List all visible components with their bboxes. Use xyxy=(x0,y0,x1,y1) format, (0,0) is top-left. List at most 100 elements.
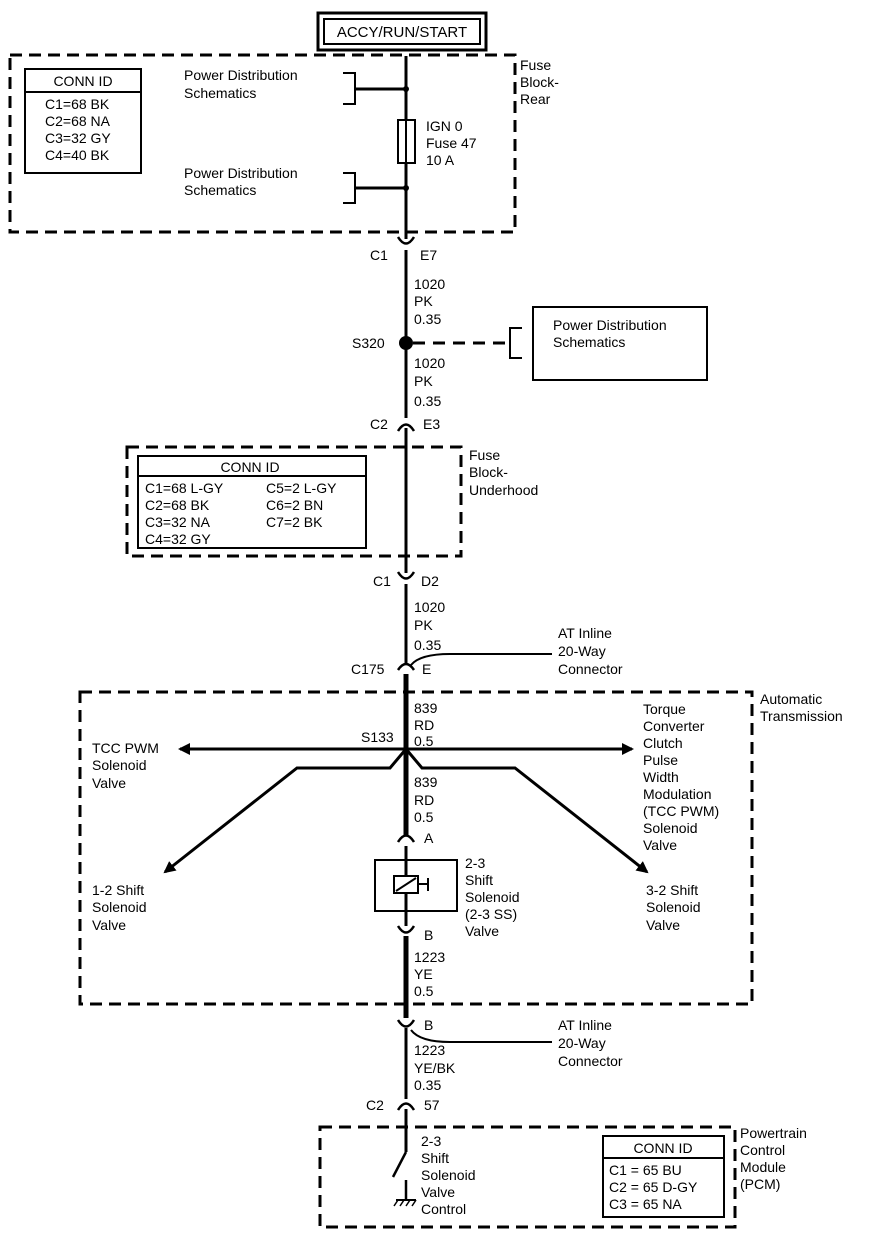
wire-color: YE/BK xyxy=(414,1060,456,1076)
automatic-transmission-label-2: Transmission xyxy=(760,708,843,724)
shift-32-label: Solenoid xyxy=(646,899,701,915)
connector-label: C1 xyxy=(370,247,388,263)
pin-label: B xyxy=(424,1017,433,1033)
circuit-number: 839 xyxy=(414,774,438,790)
pds-reference-bottom: Power Distribution Schematics xyxy=(184,165,409,204)
solenoid-23-label: 2-3 xyxy=(465,855,485,871)
tcc-pwm-label: Clutch xyxy=(643,735,683,751)
pin-label: E3 xyxy=(423,416,440,432)
fuse-block-underhood-label-2: Block- xyxy=(469,464,508,480)
solenoid-23 xyxy=(374,846,458,926)
conn-id-item: C6=2 BN xyxy=(266,497,323,513)
pds-label: Power Distribution xyxy=(184,67,298,83)
conn-id-underhood: CONN ID C1=68 L-GY C2=68 BK C3=32 NA C4=… xyxy=(137,455,367,549)
fuse-block-underhood-label-3: Underhood xyxy=(469,482,538,498)
wire-label-1: 1020 PK 0.35 xyxy=(414,276,445,327)
conn-id-title: CONN ID xyxy=(633,1140,692,1156)
connector-label: C2 xyxy=(370,416,388,432)
wire-label-7: 1223 YE/BK 0.35 xyxy=(414,1042,456,1093)
conn-id-title: CONN ID xyxy=(220,459,279,475)
shift-12-label: Solenoid xyxy=(92,899,147,915)
wire-gauge: 0.35 xyxy=(414,393,441,409)
tcc-pwm-label: Modulation xyxy=(643,786,712,802)
pcm-control-label: Solenoid xyxy=(421,1167,476,1183)
conn-id-item: C4=32 GY xyxy=(145,531,211,547)
fuse-label: Fuse 47 xyxy=(426,135,477,151)
tcc-pwm-label: (TCC PWM) xyxy=(643,803,719,819)
pds-label: Power Distribution xyxy=(553,317,667,333)
pcm-control-label: Valve xyxy=(421,1184,455,1200)
connector-label: C1 xyxy=(373,573,391,589)
wire-color: PK xyxy=(414,617,433,633)
conn-id-item: C2=68 NA xyxy=(45,113,111,129)
pcm-label-3: Module xyxy=(740,1159,786,1175)
tcc-pwm-label: TCC PWM xyxy=(92,740,159,756)
conn-id-item: C2 = 65 D-GY xyxy=(609,1179,698,1195)
conn-id-item: C2=68 BK xyxy=(145,497,210,513)
inline-connector-b: B AT Inline 20-Way Connector xyxy=(396,1017,623,1069)
inline-connector-label: Connector xyxy=(558,1053,623,1069)
wire-color: PK xyxy=(414,373,433,389)
pcm-label: Powertrain xyxy=(740,1125,807,1141)
page-title: ACCY/RUN/START xyxy=(337,24,467,41)
pcm-control-label: 2-3 xyxy=(421,1133,441,1149)
tcc-pwm-label: Pulse xyxy=(643,752,678,768)
connector-label: C175 xyxy=(351,661,385,677)
conn-id-item: C1=68 BK xyxy=(45,96,110,112)
circuit-number: 1223 xyxy=(414,949,445,965)
conn-id-pcm: CONN ID C1 = 65 BU C2 = 65 D-GY C3 = 65 … xyxy=(602,1135,725,1218)
wire-gauge: 0.35 xyxy=(414,637,441,653)
pds-label: Power Distribution xyxy=(184,165,298,181)
circuit-number: 1020 xyxy=(414,599,445,615)
connector-c1-e7: C1 E7 xyxy=(370,236,437,263)
wire-color: PK xyxy=(414,293,433,309)
inline-connector-label: AT Inline xyxy=(558,1017,612,1033)
wire-gauge: 0.5 xyxy=(414,809,434,825)
wire-color: RD xyxy=(414,792,434,808)
wire-label-3: 1020 PK 0.35 xyxy=(414,599,445,653)
pin-label: D2 xyxy=(421,573,439,589)
fuse-block-rear: Fuse Block- Rear CONN ID C1=68 BK C2=68 … xyxy=(8,53,559,234)
fuse-block-rear-label: Fuse xyxy=(520,57,551,73)
wire-color: YE xyxy=(414,966,433,982)
connector-c2-e3: C2 E3 xyxy=(370,416,440,432)
fuse-block-rear-label-3: Rear xyxy=(520,91,551,107)
inline-connector-label: Connector xyxy=(558,661,623,677)
solenoid-23-label: Valve xyxy=(465,923,499,939)
circuit-number: 1020 xyxy=(414,276,445,292)
shift-12-label: Valve xyxy=(92,917,126,933)
conn-id-title: CONN ID xyxy=(53,73,112,89)
splice-s320: S320 Power Distribution Schematics xyxy=(352,306,708,381)
wire-label-2: 1020 PK 0.35 xyxy=(414,355,445,409)
inline-connector-label: 20-Way xyxy=(558,643,606,659)
circuit-number: 839 xyxy=(414,700,438,716)
pin-label: A xyxy=(424,830,434,846)
tcc-pwm-label: Width xyxy=(643,769,679,785)
inline-connector-label: AT Inline xyxy=(558,625,612,641)
connector-label: C2 xyxy=(366,1097,384,1113)
fuse-block-underhood: Fuse Block- Underhood CONN ID C1=68 L-GY… xyxy=(125,445,538,558)
solenoid-23-label: Shift xyxy=(465,872,493,888)
tcc-pwm-label: Torque xyxy=(643,701,686,717)
pcm-label-4: (PCM) xyxy=(740,1176,780,1192)
solenoid-23-label: Solenoid xyxy=(465,889,520,905)
solenoid-23-label: (2-3 SS) xyxy=(465,906,517,922)
wire-gauge: 0.35 xyxy=(414,1077,441,1093)
pin-label: E7 xyxy=(420,247,437,263)
connector-c1-d2: C1 D2 xyxy=(373,571,439,589)
splice-label: S133 xyxy=(361,729,394,745)
conn-id-item: C7=2 BK xyxy=(266,514,323,530)
switch-ground-symbol xyxy=(391,1151,417,1207)
tcc-pwm-label: Solenoid xyxy=(92,757,147,773)
pcm-label-2: Control xyxy=(740,1142,785,1158)
pds-label: Schematics xyxy=(184,85,256,101)
splice-label: S320 xyxy=(352,335,385,351)
shift-12-label: 1-2 Shift xyxy=(92,882,144,898)
shift-32-label: 3-2 Shift xyxy=(646,882,698,898)
title-box: ACCY/RUN/START xyxy=(316,11,488,52)
conn-id-item: C3 = 65 NA xyxy=(609,1196,682,1212)
fuse-47: IGN 0 Fuse 47 10 A xyxy=(397,118,477,168)
tcc-pwm-label: Converter xyxy=(643,718,705,734)
tcc-pwm-label: Valve xyxy=(643,837,677,853)
